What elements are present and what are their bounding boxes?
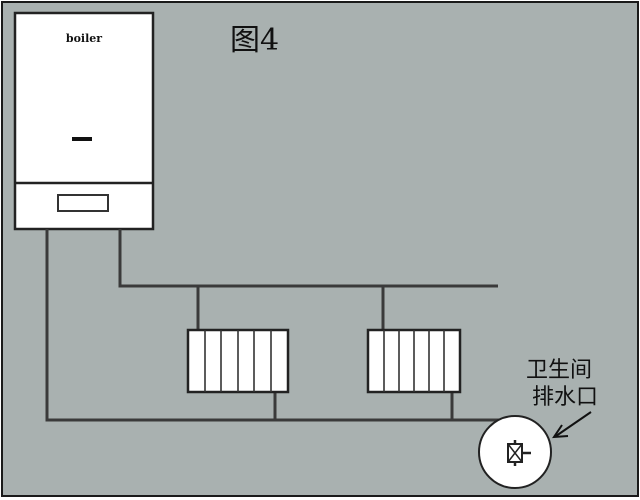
callout-arrow bbox=[552, 411, 592, 439]
drain-outlet bbox=[478, 415, 552, 489]
boiler-unit: boiler bbox=[13, 11, 155, 231]
radiator-1 bbox=[186, 328, 290, 394]
boiler-indicator bbox=[72, 137, 92, 141]
boiler-body bbox=[13, 11, 155, 231]
boiler-label: boiler bbox=[66, 32, 102, 45]
supply-pipe bbox=[118, 229, 498, 288]
drain-valve-cross-b bbox=[507, 443, 523, 463]
drain-label-line2: 排水口 bbox=[532, 385, 598, 410]
drain-label-line1: 卫生间 bbox=[526, 358, 592, 383]
figure-label: 图4 bbox=[230, 23, 279, 58]
radiator-2 bbox=[366, 328, 462, 394]
boiler-display-window bbox=[57, 194, 109, 212]
